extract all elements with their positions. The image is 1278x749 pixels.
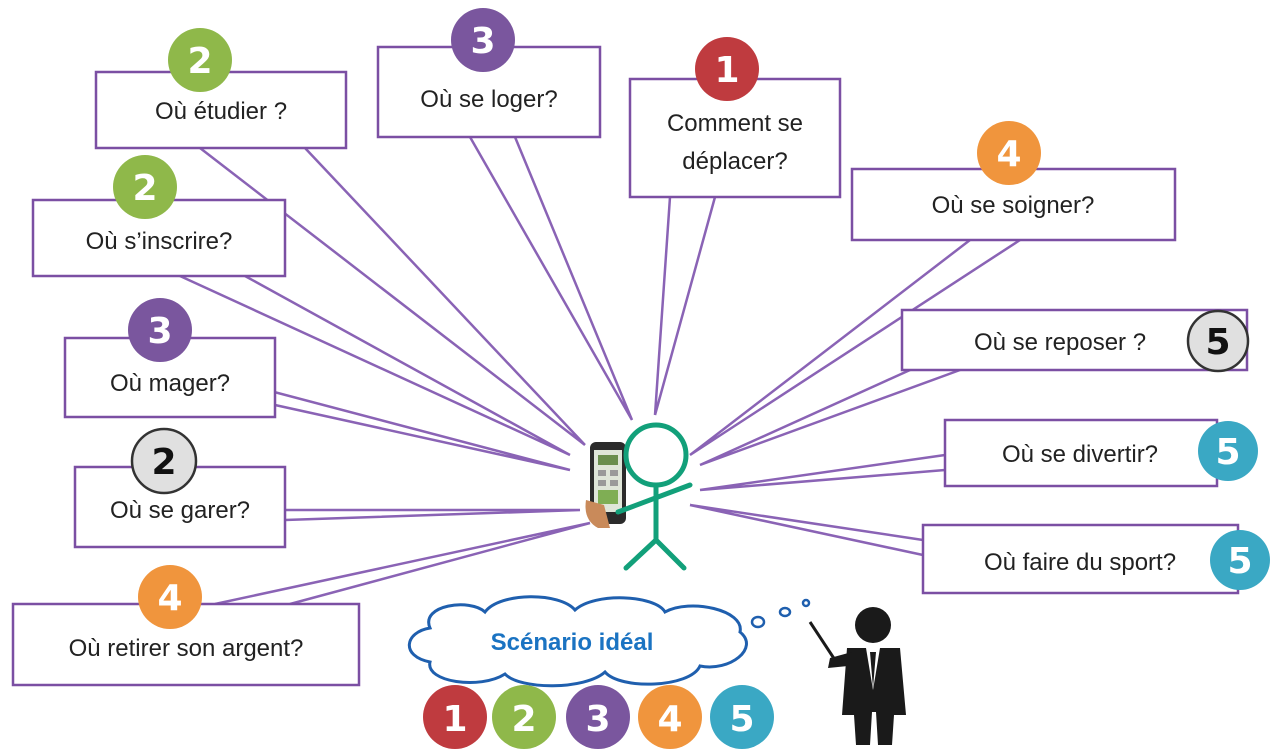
badge-soigner-number: 4: [996, 134, 1021, 175]
question-loger-text: Où se loger?: [420, 86, 557, 113]
question-etudier-text: Où étudier ?: [155, 98, 287, 125]
badge-soigner: [977, 121, 1041, 185]
badge-garer-number: 2: [151, 442, 176, 483]
question-divertir-text: Où se divertir?: [1002, 441, 1158, 468]
question-inscrire-text: Où s’inscrire?: [86, 228, 233, 255]
question-argent: Où retirer son argent? 4: [11, 565, 361, 687]
question-deplacer-line1: Comment se: [667, 110, 803, 137]
sequence-badge-4-number: 4: [657, 699, 682, 740]
question-deplacer-line2: déplacer?: [682, 148, 787, 175]
presenter-icon: [808, 607, 906, 745]
stick-figure-icon: [615, 422, 693, 571]
badge-sport: [1210, 530, 1270, 590]
badge-loger-number: 3: [470, 21, 495, 62]
badge-manger-number: 3: [147, 311, 172, 352]
question-garer-text: Où se garer?: [110, 497, 250, 524]
badge-inscrire-number: 2: [132, 168, 157, 209]
badge-manger: [128, 298, 192, 362]
question-reposer: Où se reposer ? 5: [900, 308, 1250, 373]
badge-etudier: [168, 28, 232, 92]
question-garer: Où se garer? 2: [73, 427, 287, 549]
badge-divertir: [1198, 421, 1258, 481]
badge-argent: [138, 565, 202, 629]
scenario-sequence: 1 2 3 4 5: [423, 685, 774, 749]
question-manger-text: Où mager?: [110, 370, 230, 397]
question-sport: Où faire du sport? 5: [921, 523, 1270, 595]
scenario-cloud: Scénario idéal: [407, 595, 811, 688]
badge-deplacer-number: 1: [714, 50, 739, 91]
question-argent-text: Où retirer son argent?: [69, 635, 304, 662]
badge-reposer-number: 5: [1205, 322, 1230, 363]
question-reposer-text: Où se reposer ?: [974, 329, 1146, 356]
sequence-badge-1-number: 1: [442, 699, 467, 740]
badge-inscrire: [113, 155, 177, 219]
sequence-badge-3: [566, 685, 630, 749]
scenario-label: Scénario idéal: [491, 629, 654, 656]
sequence-badge-2: [492, 685, 556, 749]
badge-garer: [130, 427, 198, 495]
connector-lines: [179, 136, 1021, 606]
question-loger: Où se loger? 3: [376, 8, 602, 139]
sequence-badge-1: [423, 685, 487, 749]
sequence-badge-4: [638, 685, 702, 749]
sequence-badge-5-number: 5: [729, 699, 754, 740]
question-soigner-text: Où se soigner?: [932, 192, 1095, 219]
badge-deplacer: [695, 37, 759, 101]
question-inscrire: Où s’inscrire? 2: [31, 155, 287, 278]
question-divertir: Où se divertir? 5: [943, 418, 1258, 488]
sequence-badge-5: [710, 685, 774, 749]
sequence-badge-3-number: 3: [585, 699, 610, 740]
question-etudier: Où étudier ? 2: [94, 28, 348, 150]
question-manger: Où mager? 3: [63, 298, 277, 419]
badge-etudier-number: 2: [187, 41, 212, 82]
sequence-badge-2-number: 2: [511, 699, 536, 740]
badge-sport-number: 5: [1227, 541, 1252, 582]
question-soigner: Où se soigner? 4: [850, 121, 1177, 242]
question-deplacer: Comment se déplacer? 1: [628, 37, 842, 199]
badge-loger: [451, 8, 515, 72]
badge-reposer: [1186, 309, 1250, 373]
badge-argent-number: 4: [157, 578, 182, 619]
smartphone-icon: [585, 442, 626, 528]
question-sport-text: Où faire du sport?: [984, 549, 1176, 576]
badge-divertir-number: 5: [1215, 432, 1240, 473]
